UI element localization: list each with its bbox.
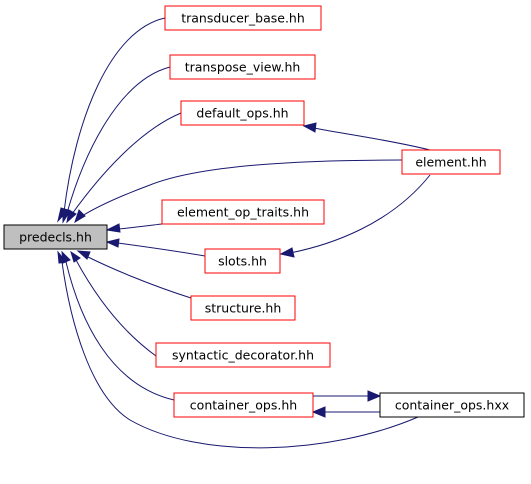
edge-container-ops-hxx-to-predecls (61, 261, 419, 449)
edge-element-to-default-ops (313, 127, 431, 151)
node-label: element.hh (415, 155, 486, 170)
edge-element-to-slots (289, 174, 431, 254)
arrowhead-element (74, 209, 86, 224)
node-label: syntactic_decorator.hh (172, 348, 314, 363)
node-label: default_ops.hh (196, 106, 288, 121)
arrowhead-element-to-default-ops (302, 122, 317, 133)
edge-element-op-traits-to-predecls (117, 223, 163, 230)
node-structure[interactable]: structure.hh (190, 295, 296, 321)
node-default-ops[interactable]: default_ops.hh (180, 100, 305, 126)
node-label: predecls.hh (19, 230, 92, 245)
node-container-ops[interactable]: container_ops.hh (173, 392, 314, 418)
arrowhead-element-op-traits (105, 223, 121, 233)
node-syntactic-decorator[interactable]: syntactic_decorator.hh (155, 342, 331, 368)
arrowhead-structure (76, 250, 91, 260)
arrowhead-slots (105, 238, 120, 248)
edge-transducer-base-to-predecls (63, 17, 166, 213)
arrowhead-syntactic-decorator (70, 250, 81, 263)
edge-structure-to-predecls (85, 255, 192, 299)
arrowhead-default-ops (66, 209, 77, 224)
node-transducer-base[interactable]: transducer_base.hh (164, 5, 322, 31)
node-predecls[interactable]: predecls.hh (3, 224, 108, 250)
arrowhead-container-ops-to-hxx (367, 390, 382, 402)
node-slots[interactable]: slots.hh (204, 248, 281, 274)
arrowhead-container-ops-hxx (57, 250, 67, 264)
node-transpose-view[interactable]: transpose_view.hh (169, 54, 316, 80)
edge-container-ops-to-predecls (65, 261, 175, 401)
edge-transpose-view-to-predecls (66, 66, 171, 214)
arrowhead-element-to-slots (279, 247, 295, 258)
node-label: structure.hh (205, 301, 282, 316)
node-label: transpose_view.hh (185, 60, 301, 75)
edges-layer (57, 17, 431, 449)
node-label: transducer_base.hh (181, 11, 305, 26)
node-element-op-traits[interactable]: element_op_traits.hh (161, 199, 325, 225)
node-label: element_op_traits.hh (177, 205, 309, 220)
edge-syntactic-decorator-to-predecls (75, 259, 157, 357)
edge-slots-to-predecls (117, 242, 206, 257)
nodes-layer: predecls.hh transducer_base.hh transpose… (3, 5, 525, 418)
node-container-ops-hxx[interactable]: container_ops.hxx (379, 392, 525, 418)
arrowhead-hxx-to-container-ops (311, 406, 326, 418)
node-label: slots.hh (218, 254, 267, 269)
node-element[interactable]: element.hh (401, 149, 501, 175)
node-label: container_ops.hh (190, 398, 297, 413)
edge-element-to-predecls (81, 159, 403, 217)
node-label: container_ops.hxx (395, 398, 509, 413)
edge-default-ops-to-predecls (71, 112, 182, 215)
